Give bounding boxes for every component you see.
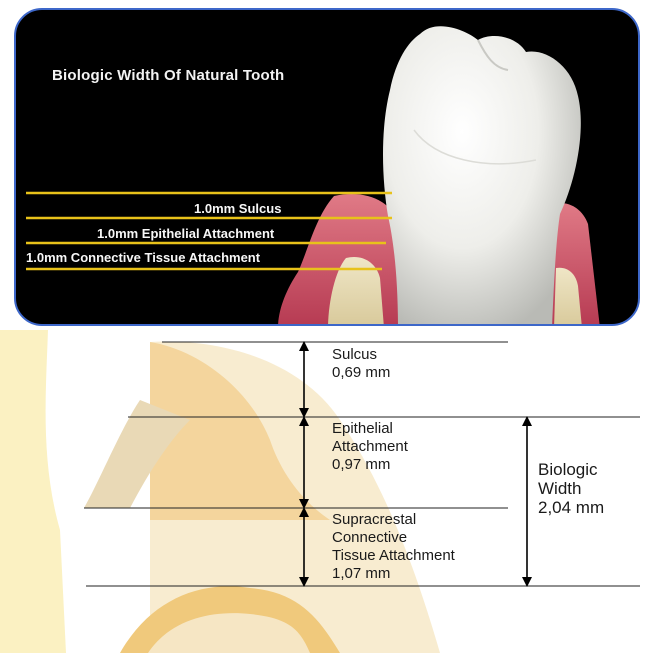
connective-name-line1: Supracrestal [332, 511, 416, 528]
natural-tooth-illustration: Biologic Width Of Natural Tooth 1.0mm Su… [14, 8, 640, 326]
epithelial-attachment-label: 1.0mm Epithelial Attachment [97, 226, 274, 241]
epithelial-value: 0,97 mm [332, 456, 390, 473]
sulcus-label: 1.0mm Sulcus [194, 201, 281, 216]
biologic-width-line1: Biologic [538, 460, 598, 479]
left-tooth-edge [0, 330, 66, 653]
epithelial-name-line2: Attachment [332, 438, 408, 455]
connective-name-line2: Connective [332, 529, 407, 546]
diagram-title: Biologic Width Of Natural Tooth [52, 67, 284, 84]
tooth-drawing [16, 10, 640, 326]
connective-value: 1,07 mm [332, 565, 390, 582]
biologic-width-line2: Width [538, 479, 581, 498]
epithelial-name-line1: Epithelial [332, 420, 393, 437]
connective-name-line3: Tissue Attachment [332, 547, 455, 564]
sulcus-value: 0,69 mm [332, 364, 390, 381]
connective-tissue-label: 1.0mm Connective Tissue Attachment [26, 250, 260, 265]
biologic-width-value: 2,04 mm [538, 498, 604, 517]
tooth [383, 26, 581, 326]
sulcus-name: Sulcus [332, 346, 377, 363]
